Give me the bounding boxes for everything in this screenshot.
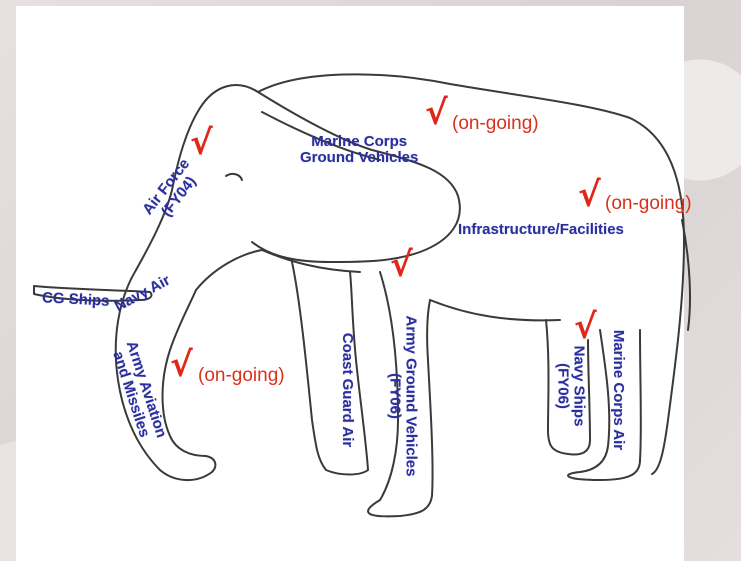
check-mark-icon-infrastructure: √ — [578, 178, 601, 212]
label-army-ground-vehicles-line1: Army Ground Vehicles — [402, 316, 418, 477]
label-army-ground-vehicles-line2: (FY06) — [386, 316, 402, 477]
status-note-marine-corps-ground: (on-going) — [452, 113, 539, 135]
label-navy-ships-line1: Navy Ships — [570, 346, 586, 427]
status-note-infrastructure: (on-going) — [605, 193, 692, 215]
label-marine-corps-ground-vehicles: Marine Corps Ground Vehicles — [300, 134, 418, 166]
label-navy-ships-line2: (FY06) — [554, 346, 570, 427]
label-army-ground-vehicles: Army Ground Vehicles (FY06) — [386, 316, 418, 477]
elephant-trunk-inner — [196, 250, 262, 290]
label-coast-guard-air: Coast Guard Air — [339, 333, 355, 447]
check-mark-icon-navy-ships: √ — [574, 310, 597, 344]
status-note-army-aviation: (on-going) — [198, 365, 285, 387]
check-mark-icon-army-aviation: √ — [170, 348, 193, 382]
front-leg-left — [292, 262, 368, 475]
label-marine-corps-air: Marine Corps Air — [610, 330, 626, 450]
label-marine-corps-ground-vehicles-line2: Ground Vehicles — [300, 150, 418, 166]
check-mark-icon-army-ground: √ — [390, 248, 413, 282]
check-mark-icon-marine-corps-ground: √ — [425, 96, 448, 130]
label-infrastructure: Infrastructure/Facilities — [458, 222, 624, 238]
label-marine-corps-ground-vehicles-line1: Marine Corps — [300, 134, 418, 150]
elephant-eye — [226, 174, 242, 180]
label-navy-ships: Navy Ships (FY06) — [554, 346, 586, 427]
check-mark-icon-air-force: √ — [190, 126, 213, 160]
